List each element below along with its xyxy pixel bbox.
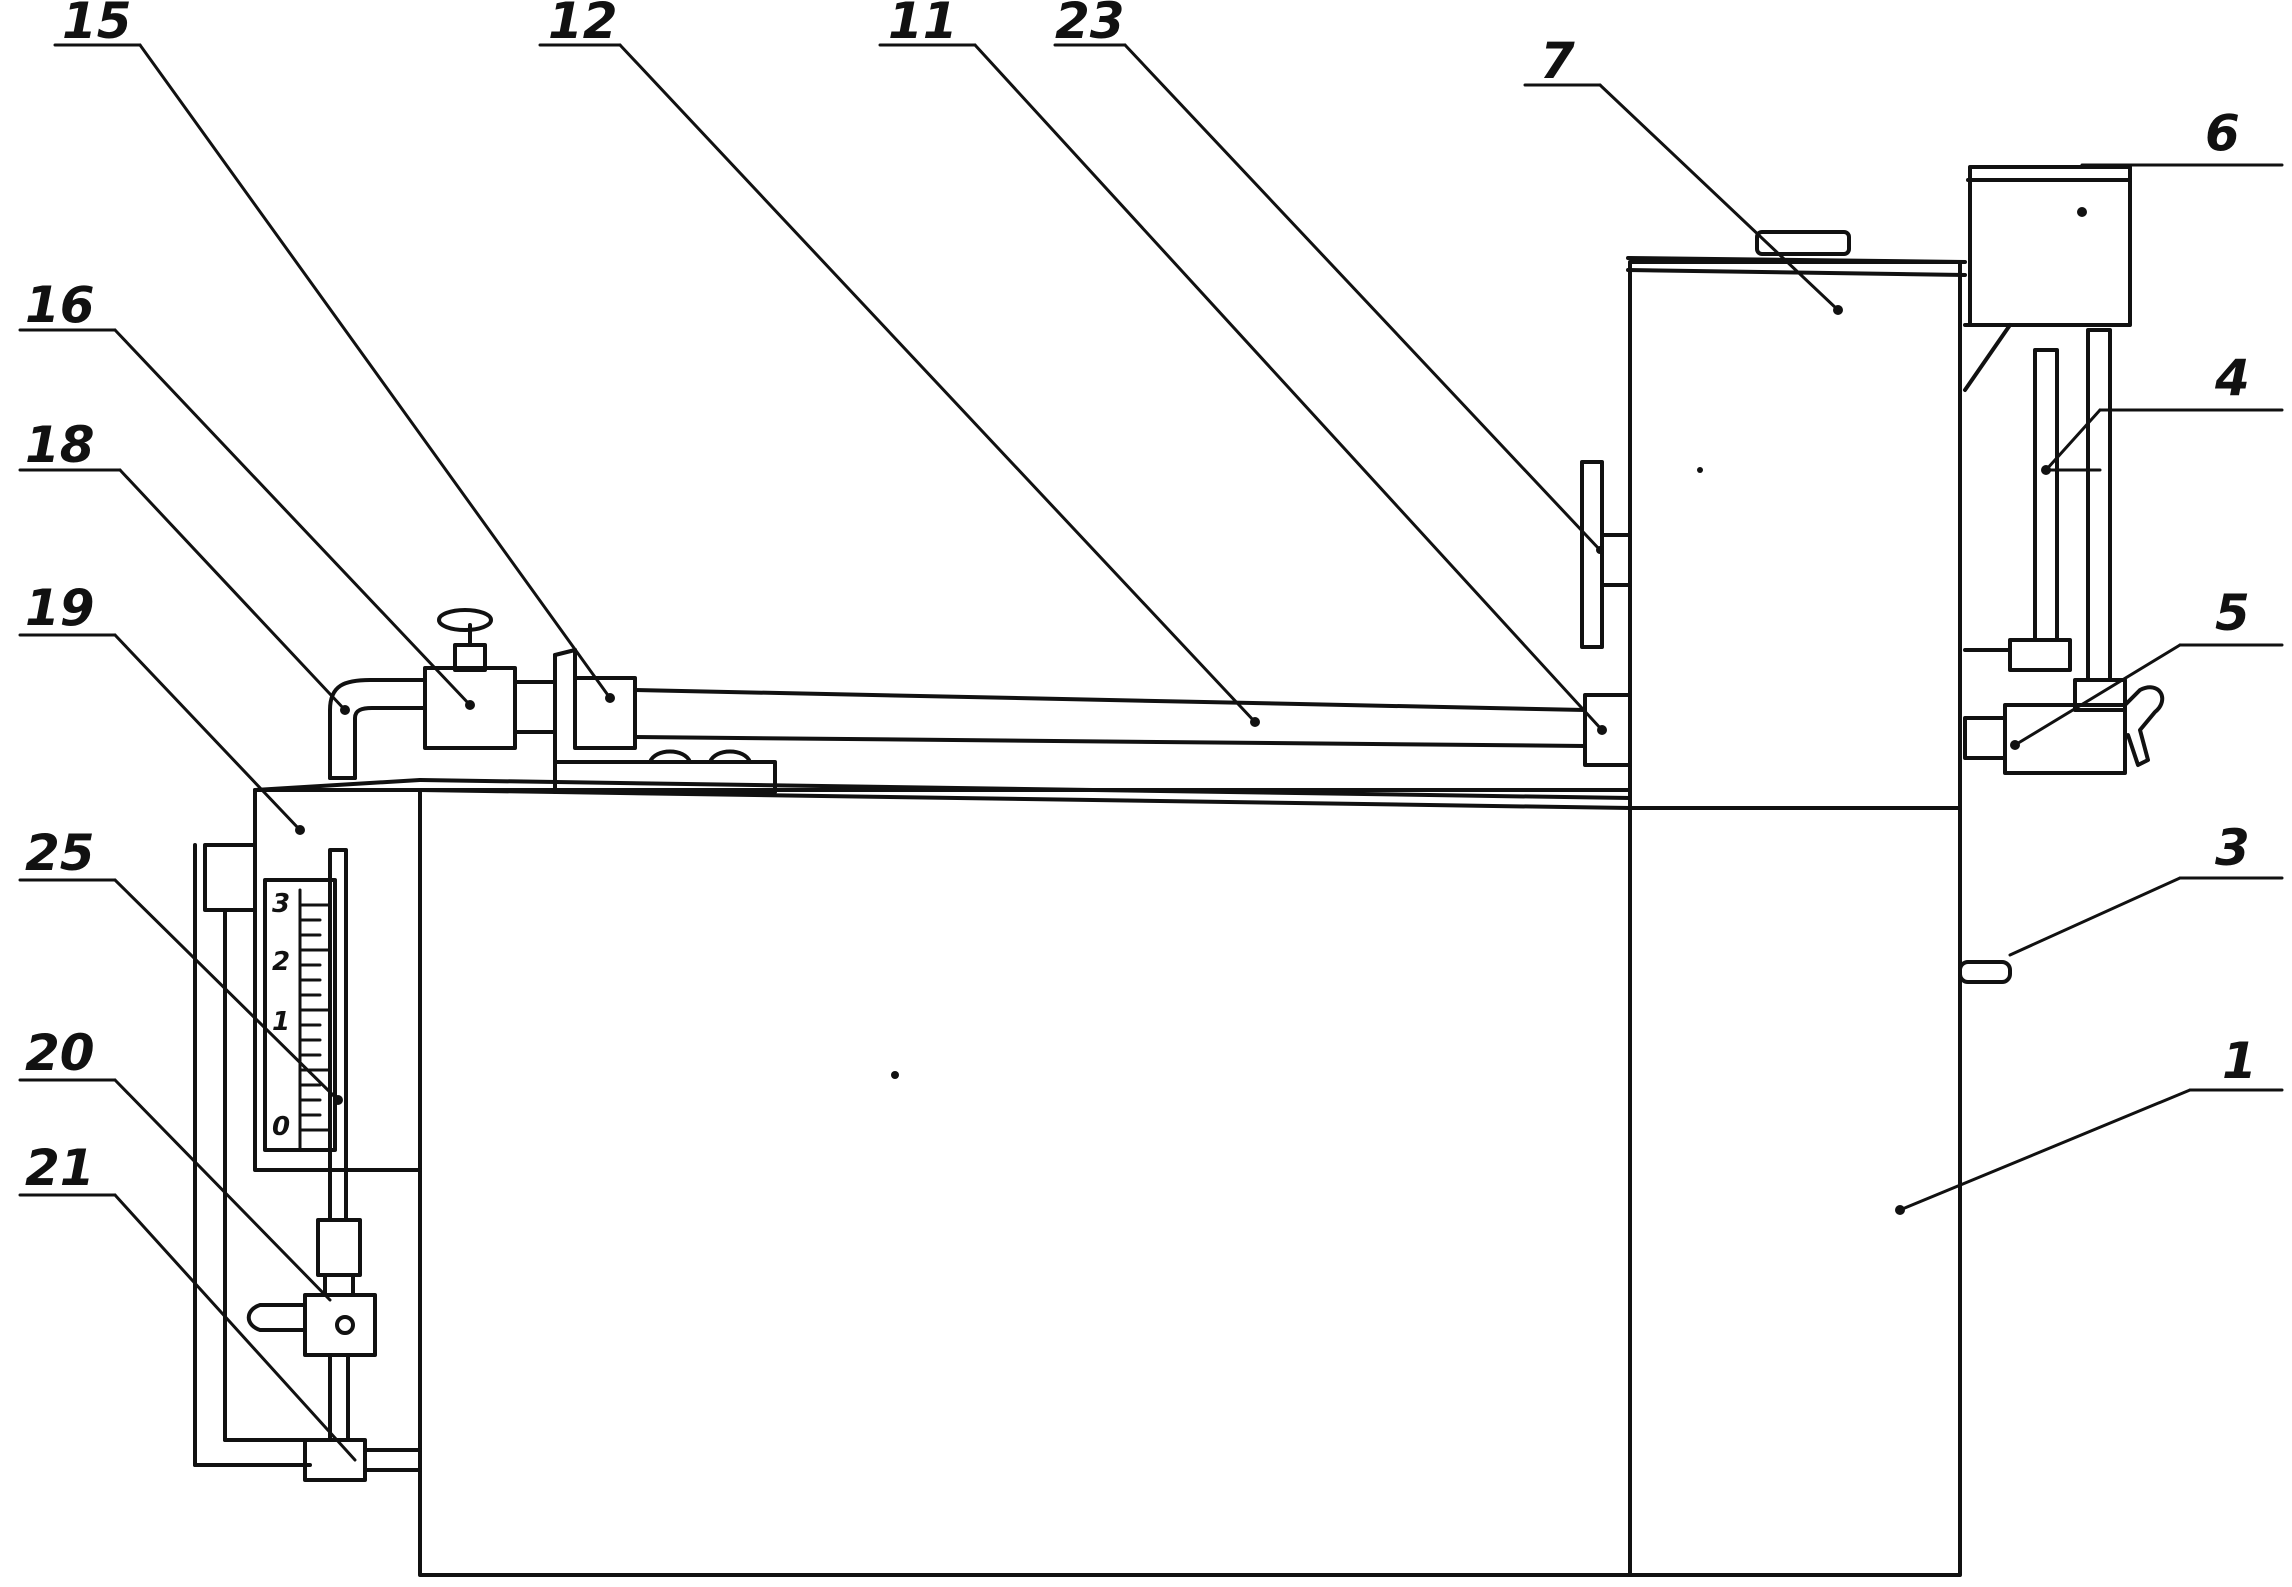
label-11: 11	[888, 0, 958, 50]
fitting-15	[553, 648, 777, 794]
label-15: 15	[62, 0, 132, 50]
label-5: 5	[2215, 584, 2250, 642]
tube-25	[316, 848, 362, 1297]
scale-label-0: 0	[272, 1112, 290, 1142]
label-19: 19	[25, 579, 95, 637]
fitting-3	[1958, 960, 2012, 984]
label-20: 20	[25, 1024, 95, 1082]
label-18: 18	[25, 416, 95, 474]
label-23: 23	[1055, 0, 1125, 50]
tube-4	[1963, 328, 2112, 682]
column-7	[1626, 230, 1967, 810]
gauge-panel-19: 3 2 1 0	[193, 778, 422, 1467]
label-6: 6	[2205, 104, 2240, 162]
leader-lines	[18, 43, 2284, 1462]
label-7: 7	[1540, 32, 1575, 90]
valve-20	[246, 1293, 377, 1442]
label-16: 16	[25, 276, 95, 334]
scale-ticks	[298, 903, 332, 1132]
label-25: 25	[25, 824, 95, 882]
main-tank	[418, 778, 1962, 1577]
box-6	[1963, 165, 2132, 392]
pipe-12	[633, 688, 1587, 748]
scale-label-1: 1	[272, 1007, 290, 1037]
scale-label-2: 2	[272, 947, 290, 977]
label-3: 3	[2215, 819, 2250, 877]
elbow-18	[328, 678, 427, 780]
callout-labels: 15 12 11 23 7 6 16 18 19 4 5 25 3 20 1 2…	[25, 0, 2257, 1197]
label-1: 1	[2222, 1032, 2257, 1090]
valve-5	[1963, 678, 2165, 775]
label-21: 21	[25, 1139, 95, 1197]
fitting-11	[1583, 693, 1632, 767]
label-12: 12	[548, 0, 618, 50]
gauge-23	[1580, 460, 1632, 649]
scale-label-3: 3	[272, 889, 290, 919]
label-4: 4	[2214, 349, 2250, 407]
fitting-21	[303, 1438, 422, 1482]
